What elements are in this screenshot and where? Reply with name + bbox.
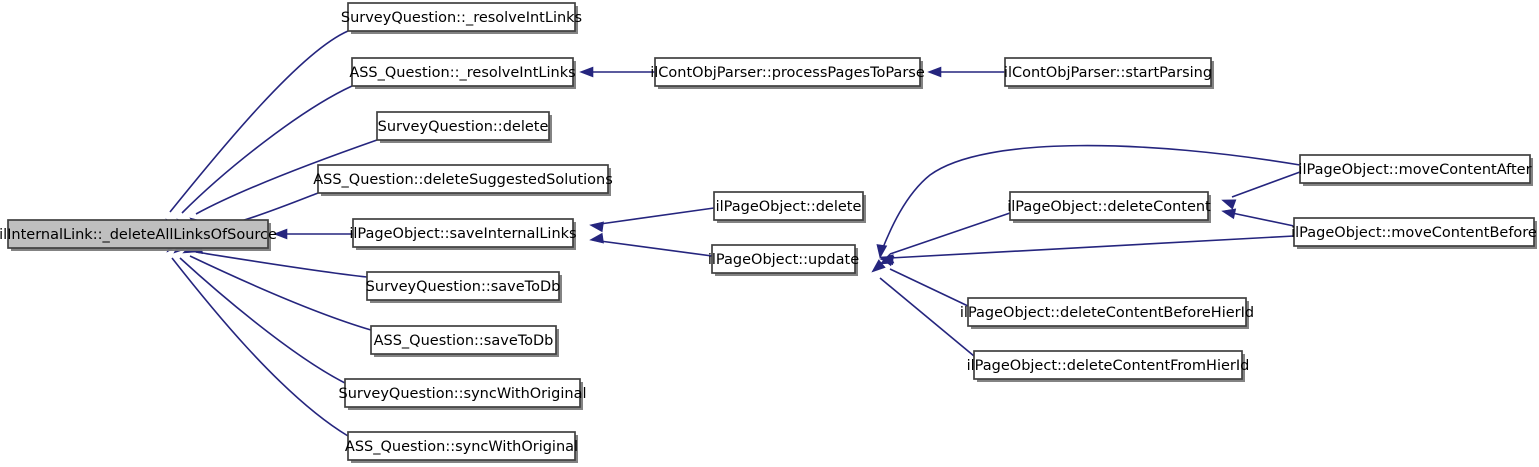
graph-edge: [589, 207, 715, 233]
node-box[interactable]: [1009, 191, 1209, 221]
edge-line: [889, 268, 969, 307]
edge-line: [879, 277, 975, 357]
graph-node-po_dcbh[interactable]: ilPageObject::deleteContentBeforeHierId: [960, 297, 1254, 329]
graph-node-sq_del[interactable]: SurveyQuestion::delete: [376, 111, 552, 143]
node-label: ASS_Question::syncWithOriginal: [345, 439, 578, 455]
node-box[interactable]: [973, 350, 1243, 380]
arrowhead-icon: [879, 254, 894, 266]
arrowhead-icon: [876, 244, 888, 259]
graph-edge: [579, 66, 655, 78]
graph-node-asq_rli[interactable]: ASS_Question::_resolveIntLinks: [349, 57, 576, 89]
arrowhead-icon: [273, 228, 288, 240]
graph-node-po_dc[interactable]: ilPageObject::deleteContent: [1007, 191, 1211, 223]
edge-line: [599, 207, 715, 225]
node-label: SurveyQuestion::delete: [378, 119, 549, 135]
graph-edge: [871, 259, 975, 357]
graph-node-cop_ppp[interactable]: ilContObjParser::processPagesToParse: [650, 57, 925, 89]
arrowhead-icon: [1221, 199, 1237, 210]
node-box[interactable]: [967, 297, 1247, 327]
graph-node-sq_std[interactable]: SurveyQuestion::saveToDb: [366, 271, 562, 303]
graph-node-root[interactable]: ilInternalLink::_deleteAllLinksOfSource: [0, 219, 277, 251]
graph-edge: [273, 228, 353, 240]
edge-line: [171, 257, 349, 437]
edge-line: [195, 251, 368, 278]
graph-edge: [165, 30, 349, 233]
node-box[interactable]: [7, 219, 269, 249]
graph-edge: [182, 242, 372, 331]
edge-line: [195, 139, 378, 215]
graph-edge: [876, 144, 1301, 259]
edge-line: [181, 85, 353, 214]
arrowhead-icon: [927, 66, 942, 78]
node-label: ilPageObject::moveContentBefore: [1291, 225, 1537, 241]
graph-node-po_upd[interactable]: ilPageObject::update: [708, 244, 859, 276]
graph-node-sq_rli[interactable]: SurveyQuestion::_resolveIntLinks: [341, 2, 582, 34]
graph-node-po_mca[interactable]: ilPageObject::moveContentAfter: [1298, 154, 1533, 186]
graph-node-po_del[interactable]: ilPageObject::delete: [713, 191, 866, 223]
graph-node-asq_std[interactable]: ASS_Question::saveToDb: [370, 325, 559, 357]
node-box[interactable]: [347, 431, 576, 461]
edge-line: [881, 144, 1301, 251]
graph-node-asq_dss[interactable]: ASS_Question::deleteSuggestedSolutions: [313, 164, 613, 196]
graph-node-po_mcb[interactable]: ilPageObject::moveContentBefore: [1291, 217, 1537, 249]
node-label: ASS_Question::deleteSuggestedSolutions: [313, 172, 613, 188]
node-box[interactable]: [1293, 217, 1535, 247]
node-box[interactable]: [711, 244, 856, 274]
edge-line: [179, 257, 346, 384]
node-label: ASS_Question::_resolveIntLinks: [349, 65, 575, 81]
node-box[interactable]: [347, 2, 576, 32]
node-label: ilContObjParser::processPagesToParse: [650, 65, 925, 81]
edge-line: [237, 192, 319, 223]
graph-node-cop_sp[interactable]: ilContObjParser::startParsing: [1004, 57, 1214, 89]
node-box[interactable]: [352, 218, 574, 248]
graph-edge: [1221, 208, 1295, 227]
node-box[interactable]: [654, 57, 921, 87]
edge-line: [1231, 212, 1295, 227]
node-label: ASS_Question::saveToDb: [374, 333, 554, 349]
node-box[interactable]: [351, 57, 574, 87]
node-label: ilPageObject::moveContentAfter: [1298, 162, 1531, 178]
graph-node-po_sil[interactable]: ilPageObject::saveInternalLinks: [349, 218, 577, 250]
edge-line: [1231, 171, 1301, 198]
arrowhead-icon: [589, 221, 604, 233]
node-label: ilPageObject::deleteContentFromHierId: [967, 358, 1250, 374]
node-box[interactable]: [1299, 154, 1531, 184]
graph-edge: [927, 66, 1005, 78]
node-label: ilPageObject::saveInternalLinks: [349, 226, 576, 242]
edge-line: [889, 212, 1011, 255]
node-box[interactable]: [370, 325, 557, 355]
edge-line: [889, 235, 1295, 259]
edge-line: [189, 255, 372, 331]
node-label: ilPageObject::deleteContent: [1007, 199, 1211, 215]
node-label: ilPageObject::deleteContentBeforeHierId: [960, 305, 1254, 321]
arrowhead-icon: [1221, 208, 1237, 220]
graph-node-sq_swo[interactable]: SurveyQuestion::syncWithOriginal: [338, 378, 587, 410]
node-label: SurveyQuestion::syncWithOriginal: [338, 386, 586, 402]
arrowhead-icon: [589, 232, 604, 244]
node-label: ilInternalLink::_deleteAllLinksOfSource: [0, 227, 277, 243]
graph-edge: [1221, 171, 1301, 210]
node-box[interactable]: [366, 271, 560, 301]
graph-edge: [879, 235, 1295, 266]
node-box[interactable]: [376, 111, 550, 141]
node-box[interactable]: [344, 378, 581, 408]
node-label: ilContObjParser::startParsing: [1004, 65, 1212, 81]
graph-edge: [589, 232, 713, 257]
node-label: ilPageObject::delete: [716, 199, 862, 215]
node-box[interactable]: [317, 164, 609, 194]
graph-node-po_dcfh[interactable]: ilPageObject::deleteContentFromHierId: [967, 350, 1250, 382]
arrowhead-icon: [871, 259, 886, 273]
node-label: SurveyQuestion::_resolveIntLinks: [341, 10, 582, 26]
node-box[interactable]: [713, 191, 864, 221]
node-label: ilPageObject::update: [708, 252, 859, 268]
node-label: SurveyQuestion::saveToDb: [366, 279, 561, 295]
edge-line: [599, 240, 713, 257]
arrowhead-icon: [579, 66, 594, 78]
node-box[interactable]: [1004, 57, 1212, 87]
edge-line: [169, 30, 349, 213]
graph-node-asq_swo[interactable]: ASS_Question::syncWithOriginal: [345, 431, 578, 463]
